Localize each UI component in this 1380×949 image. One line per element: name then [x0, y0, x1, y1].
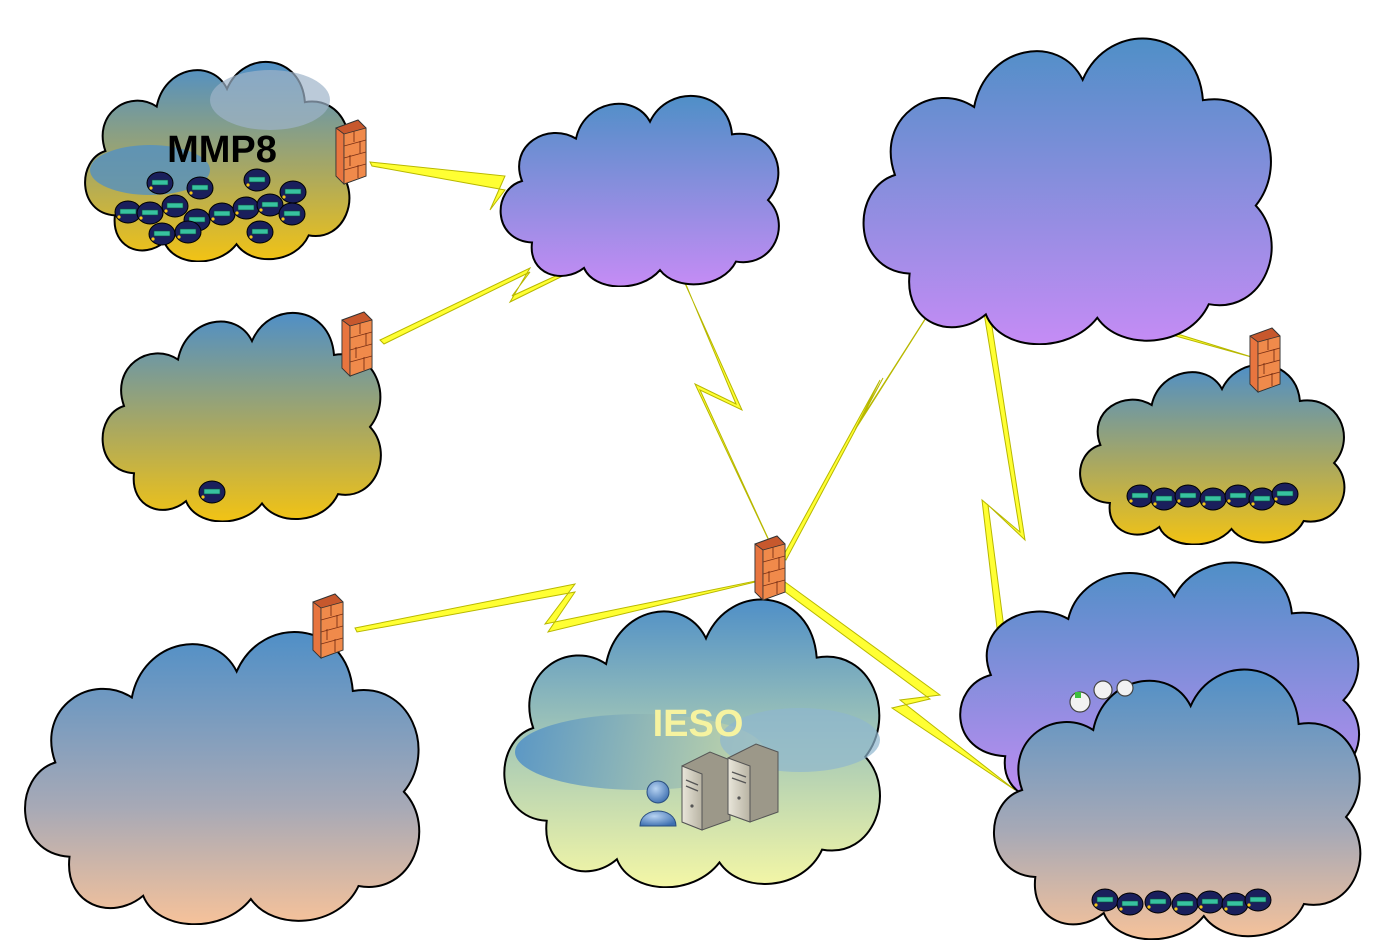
firewall-icon — [1249, 327, 1281, 393]
meter-device-icon — [1171, 892, 1199, 916]
meter-device-icon — [278, 202, 306, 226]
meter-group-west — [198, 480, 226, 504]
meter-device-icon — [208, 202, 236, 226]
meter-device-icon — [1224, 484, 1252, 508]
meter-device-icon — [1150, 487, 1178, 511]
mmp8-label: MMP8 — [167, 129, 277, 171]
meter-device-icon — [186, 176, 214, 200]
meter-device-icon — [243, 168, 271, 192]
meter-device-icon — [1116, 892, 1144, 916]
meter-device-icon — [1271, 482, 1299, 506]
meter-device-icon — [1199, 487, 1227, 511]
meter-device-icon — [174, 220, 202, 244]
cloud-southwest — [23, 630, 421, 925]
cloud-hub — [499, 94, 780, 287]
meter-device-icon — [146, 171, 174, 195]
cloud-west — [101, 311, 383, 522]
meter-device-icon — [161, 194, 189, 218]
cloud-ieso: IESO — [502, 597, 882, 888]
meter-device-icon — [1221, 892, 1249, 916]
server-icon — [681, 751, 731, 831]
cloud-mmp8: MMP8 — [83, 60, 351, 262]
firewall-icon — [341, 311, 373, 377]
cloud-east — [1079, 363, 1346, 545]
meter-device-icon — [1196, 890, 1224, 914]
server-icon — [727, 743, 779, 823]
firewall-icon — [335, 119, 367, 185]
link-ieso-to-hub-east — [781, 235, 979, 561]
meter-device-icon — [1174, 484, 1202, 508]
ieso-label: IESO — [653, 703, 744, 745]
meter-device-icon — [148, 222, 176, 246]
meter-device-icon — [198, 480, 226, 504]
cloud-hub-east — [861, 36, 1274, 345]
meter-device-icon — [232, 196, 260, 220]
meter-device-icon — [279, 180, 307, 204]
meter-device-icon — [136, 201, 164, 225]
meter-device-icon — [1144, 890, 1172, 914]
user-icon — [639, 780, 677, 827]
gauge-icons — [1069, 679, 1134, 713]
meter-device-icon — [246, 220, 274, 244]
link-ieso-to-southeast — [779, 581, 1016, 791]
firewall-icon — [754, 535, 786, 601]
meter-device-icon — [1126, 484, 1154, 508]
meter-device-icon — [1248, 487, 1276, 511]
link-southwest-to-ieso — [354, 575, 781, 633]
meter-device-icon — [1244, 888, 1272, 912]
firewall-icon — [312, 593, 344, 659]
meter-device-icon — [1091, 888, 1119, 912]
link-mmp8-to-hub — [369, 161, 506, 211]
